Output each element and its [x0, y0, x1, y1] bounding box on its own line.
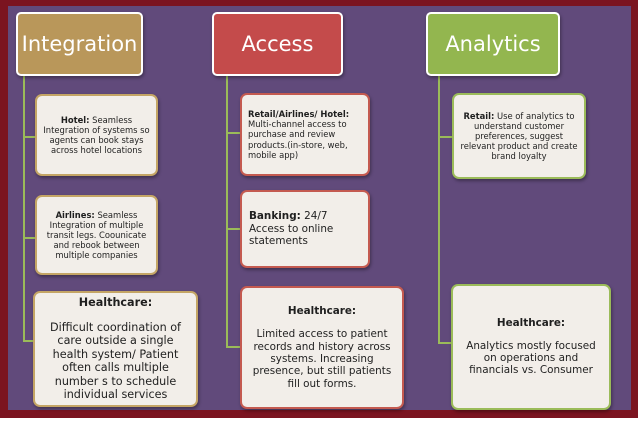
card-text: Multi-channel access to purchase and rev…: [248, 119, 348, 160]
integration-connector: [23, 76, 25, 340]
integration-branch-2: [23, 237, 37, 239]
access-connector: [226, 76, 228, 348]
card-text: Analytics mostly focused on operations a…: [466, 339, 596, 377]
access-title: Access: [241, 32, 314, 56]
integration-title: Integration: [21, 32, 138, 56]
access-header: Access: [212, 12, 343, 76]
access-branch-3: [226, 346, 242, 348]
hotel-card: Hotel: Seamless Integration of systems s…: [35, 94, 158, 176]
card-heading: Healthcare:: [496, 317, 566, 330]
integration-header: Integration: [16, 12, 143, 76]
analytics-branch-2: [438, 342, 454, 344]
analytics-header: Analytics: [426, 12, 560, 76]
integration-branch-3: [23, 340, 37, 342]
integration-healthcare-card: Healthcare: Difficult coordination of ca…: [33, 291, 198, 407]
retail-airlines-hotel-card: Retail/Airlines/ Hotel:Multi-channel acc…: [240, 93, 370, 176]
analytics-title: Analytics: [445, 32, 541, 56]
card-heading: Healthcare:: [78, 296, 153, 310]
access-healthcare-card: Healthcare: Limited access to patient re…: [240, 286, 404, 409]
analytics-branch-1: [438, 136, 454, 138]
card-heading: Retail/Airlines/ Hotel:: [248, 109, 350, 120]
card-text: Seamless Integration of multiple transit…: [46, 209, 147, 261]
airlines-card: Airlines: Seamless Integration of multip…: [35, 195, 158, 275]
card-heading: Healthcare:: [287, 304, 357, 317]
analytics-healthcare-card: Healthcare: Analytics mostly focused on …: [451, 284, 611, 410]
retail-card: Retail: Use of analytics to understand c…: [452, 93, 586, 179]
access-branch-2: [226, 228, 242, 230]
card-text: Use of analytics to understand customer …: [460, 110, 578, 162]
card-heading: Hotel:: [60, 114, 90, 125]
analytics-connector: [438, 76, 440, 344]
card-heading: Airlines:: [55, 209, 95, 220]
card-heading: Retail:: [463, 110, 495, 121]
integration-branch-1: [23, 136, 37, 138]
card-text: Seamless Integration of systems so agent…: [43, 114, 150, 156]
access-branch-1: [226, 132, 242, 134]
card-text: Limited access to patient records and hi…: [252, 328, 392, 390]
banking-card: Banking: 24/7 Access to online statement…: [240, 190, 370, 268]
card-text: 24/7 Access to online statements: [249, 210, 334, 248]
card-heading: Banking:: [249, 210, 301, 223]
card-text: Difficult coordination of care outside a…: [50, 320, 181, 402]
